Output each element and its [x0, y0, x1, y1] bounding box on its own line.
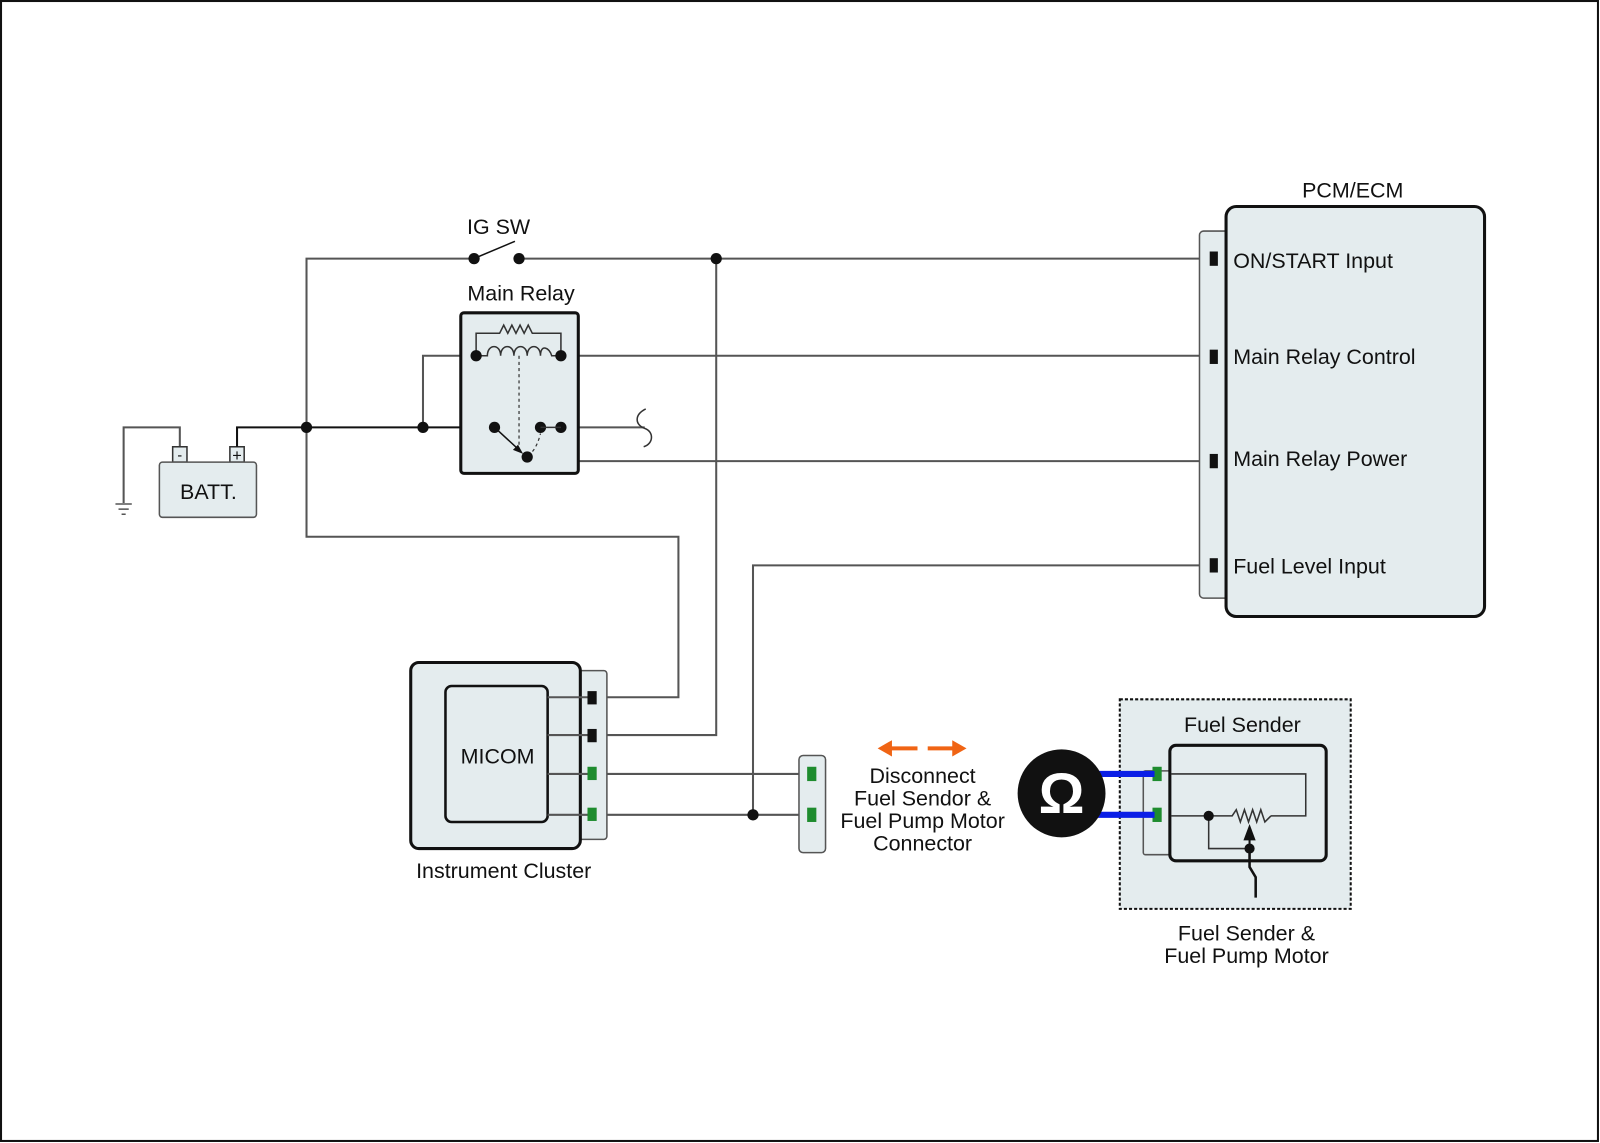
micom-box	[444, 684, 549, 824]
ig-sw-contact	[468, 253, 480, 265]
fuel-pump-label: Fuel Pump Motor	[1164, 944, 1328, 968]
ignition-switch: IG SW	[467, 215, 531, 265]
junction-dot	[300, 421, 313, 433]
cluster-label: Instrument Cluster	[416, 859, 591, 883]
pcm-pin	[1209, 251, 1218, 266]
sender-junction	[1244, 843, 1255, 854]
ohmmeter: Ω	[1017, 749, 1155, 838]
fuel-sender-body	[1168, 743, 1328, 863]
ig-sw-label: IG SW	[467, 215, 531, 239]
ohmmeter-body	[1017, 749, 1106, 838]
battery-positive-wire	[236, 426, 494, 447]
pcm-pin-label: Fuel Level Input	[1233, 555, 1386, 579]
cluster-battery-wire	[305, 427, 680, 699]
pcm-pin	[1209, 349, 1218, 364]
note-line: Disconnect	[870, 764, 976, 788]
ig-sw-blade	[475, 240, 516, 259]
pcm-label: PCM/ECM	[1302, 178, 1403, 202]
disconnect-note: Disconnect Fuel Sendor & Fuel Pump Motor…	[840, 764, 1004, 855]
note-line: Fuel Pump Motor	[840, 809, 1004, 833]
main-relay-label: Main Relay	[467, 282, 575, 306]
battery-neg-label: -	[177, 448, 182, 464]
micom-label: MICOM	[461, 745, 535, 769]
ohm-icon: Ω	[1039, 762, 1085, 826]
pcm-ecm: PCM/ECM ON/START Input Main Relay Contro…	[1198, 178, 1487, 619]
pcm-pin-label: Main Relay Control	[1233, 345, 1415, 369]
fuel-pump-label: Fuel Sender &	[1178, 922, 1315, 946]
battery: - + BATT.	[115, 426, 258, 519]
ig-sw-feed-wire	[305, 257, 475, 428]
junction-dot	[710, 253, 722, 265]
connector-body	[798, 754, 827, 854]
main-relay: Main Relay	[459, 282, 580, 475]
cluster-ig-wire	[596, 258, 718, 737]
disconnect-arrows-icon	[877, 740, 967, 757]
pcm-pin-label: ON/START Input	[1233, 249, 1393, 273]
fuel-sender-label: Fuel Sender	[1184, 713, 1301, 737]
note-line: Fuel Sendor &	[854, 787, 991, 811]
connector-pin-green	[807, 807, 817, 822]
sender-pin-green	[1152, 766, 1162, 782]
relay-common-contact	[521, 451, 533, 463]
junction-dot	[747, 809, 759, 821]
relay-resistor-icon	[475, 323, 562, 356]
sender-pin-green	[1152, 807, 1162, 822]
note-line: Connector	[873, 832, 972, 856]
pcm-pin-label: Main Relay Power	[1233, 447, 1407, 471]
battery-label: BATT.	[180, 480, 237, 504]
relay-blade-arrow	[512, 444, 524, 454]
ig-sw-contact	[513, 253, 525, 265]
ground-icon	[115, 503, 132, 516]
relay-coil-icon	[476, 345, 561, 357]
cluster-pin	[587, 691, 597, 705]
connector-pin-green	[807, 766, 817, 782]
relay-coil-terminal	[470, 350, 482, 362]
cluster-pin-green	[587, 807, 597, 821]
wire-break-icon	[636, 408, 653, 448]
fuel-sender-connector	[798, 754, 827, 854]
relay-coil-terminal	[555, 350, 567, 362]
battery-pos-label: +	[232, 447, 242, 465]
relay-coil-feed-wire	[421, 354, 477, 428]
sender-wiper-arrow	[1243, 824, 1256, 841]
sender-resistor-icon	[1170, 807, 1272, 825]
cluster-pin-green	[587, 766, 597, 781]
sender-wiper-wire	[1207, 815, 1250, 850]
sender-float-arm	[1248, 848, 1257, 898]
ground-wire	[122, 426, 181, 504]
pcm-pin	[1209, 558, 1218, 573]
battery-body	[158, 461, 258, 519]
instrument-cluster: MICOM Instrument Cluster	[409, 660, 608, 883]
cluster-pin	[587, 728, 597, 743]
sender-junction	[1203, 810, 1214, 821]
fuel-sender-assembly: Fuel Sender Fuel Sender & Fuel Pump Moto…	[1118, 698, 1352, 968]
pcm-body	[1224, 204, 1487, 619]
pcm-pin	[1209, 453, 1218, 469]
junction-dot	[417, 421, 429, 433]
sender-wire	[1170, 773, 1307, 817]
fuel-level-input-wire	[751, 564, 1210, 815]
